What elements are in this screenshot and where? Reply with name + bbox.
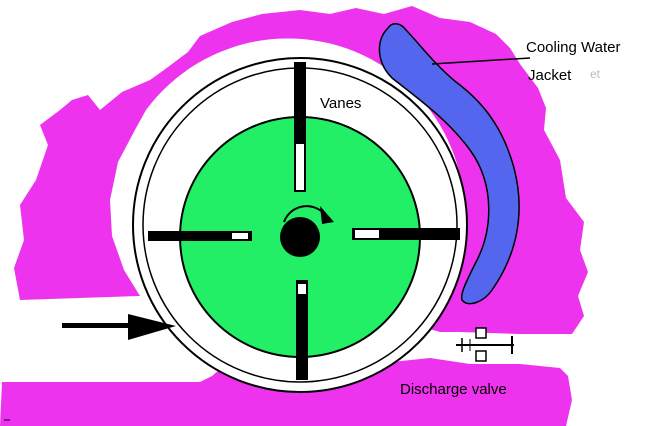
shaft — [280, 217, 320, 257]
vane-left-slot — [232, 233, 248, 239]
vane-bottom — [296, 280, 308, 380]
discharge-valve-label: Discharge valve — [400, 381, 507, 398]
jacket-label: Jacket — [528, 67, 572, 84]
vanes-label: Vanes — [320, 95, 361, 112]
valve-icon — [456, 327, 514, 362]
vane-bottom-slot — [298, 284, 306, 294]
right-arrow-icon — [62, 314, 176, 340]
jacket-suffix-label: et — [590, 67, 601, 81]
cooling-water-jacket — [378, 23, 520, 305]
vane-top-slot — [296, 144, 304, 190]
vane-right-slot — [355, 230, 379, 238]
cooling-water-label: Cooling Water — [526, 39, 620, 56]
vane-left — [148, 231, 252, 241]
cooling-jacket-leader — [431, 57, 531, 65]
curved-arrow-icon — [283, 205, 334, 224]
